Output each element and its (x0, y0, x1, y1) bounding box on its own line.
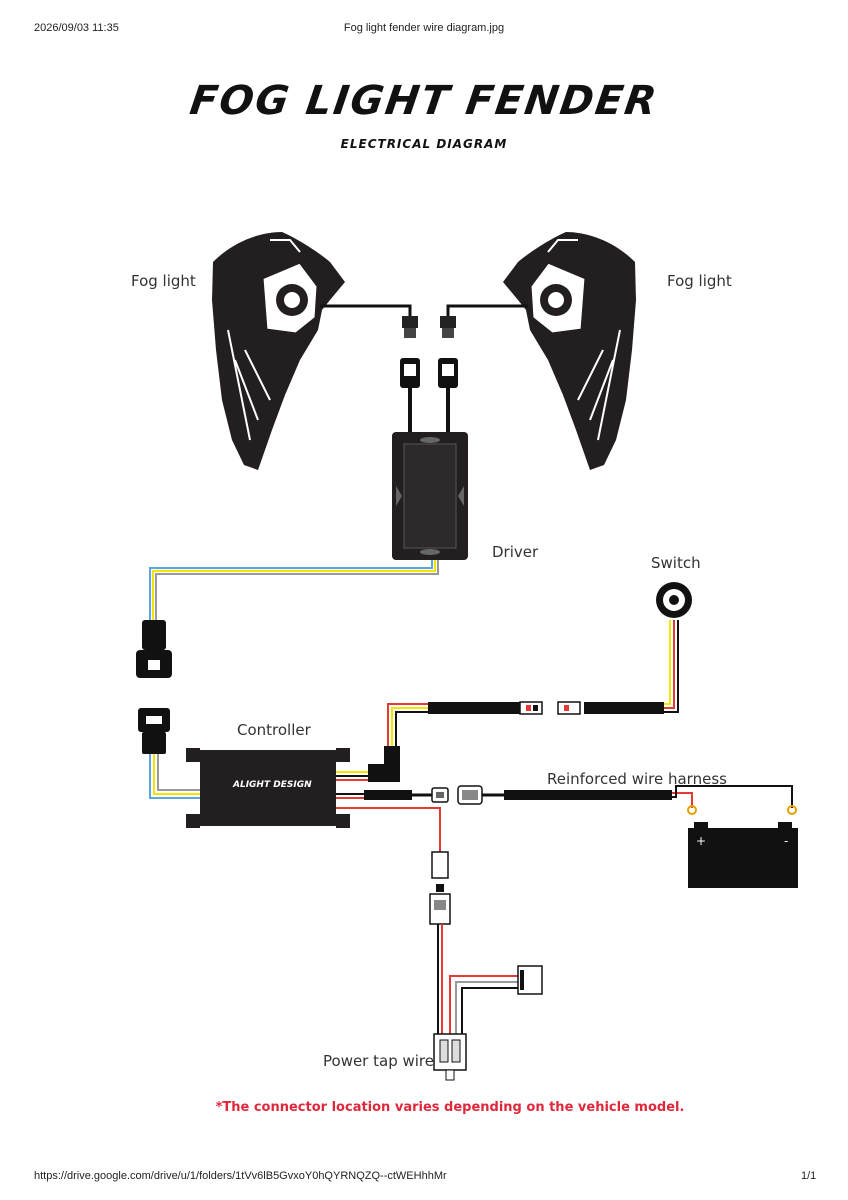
driver-label: Driver (492, 543, 539, 561)
switch-button (656, 582, 692, 618)
print-url: https://drive.google.com/drive/u/1/folde… (34, 1170, 447, 1182)
inline-fuse-connector (429, 851, 451, 925)
fog-connector-left (402, 316, 418, 338)
switch-harness-connector (519, 701, 581, 715)
switch-harness-sleeve-left (428, 702, 520, 714)
switch-harness-sleeve-right (584, 702, 664, 714)
power-tap-block (433, 1033, 467, 1081)
driver-plug (136, 620, 172, 678)
fog-light-left-graphic (212, 232, 345, 470)
driver-box (392, 432, 468, 560)
reinforced-harness-sleeve (504, 790, 672, 800)
print-datetime: 2026/09/03 11:35 (34, 22, 119, 34)
fog-light-right-graphic (503, 232, 636, 470)
controller-socket (138, 708, 170, 754)
battery (688, 822, 798, 888)
battery-minus-label: - (784, 834, 789, 848)
power-connector-pair (431, 785, 483, 805)
fog-connector-right (440, 316, 456, 338)
power-lead-sleeve (364, 790, 412, 800)
controller-label: Controller (237, 721, 311, 739)
battery-positive-terminal-ring (687, 805, 697, 815)
fog-light-left-label: Fog light (131, 272, 196, 290)
fog-light-right-label: Fog light (667, 272, 732, 290)
connector-location-note: *The connector location varies depending… (215, 1100, 685, 1115)
driver-connector-left (400, 358, 420, 432)
driver-connector-right (438, 358, 458, 432)
diagram-subtitle: ELECTRICAL DIAGRAM (340, 137, 508, 151)
power-tap-label: Power tap wire (323, 1052, 434, 1070)
print-filename: Fog light fender wire diagram.jpg (343, 22, 505, 34)
controller-brand-logo: ALIGHT DESIGN (233, 780, 312, 790)
controller-box (186, 748, 350, 828)
fuse-tap (517, 965, 543, 995)
reinforced-harness-label: Reinforced wire harness (547, 770, 727, 788)
battery-negative-terminal-ring (787, 805, 797, 815)
print-page-number: 1/1 (801, 1170, 817, 1182)
battery-plus-label: + (696, 834, 707, 848)
switch-label: Switch (651, 554, 701, 572)
